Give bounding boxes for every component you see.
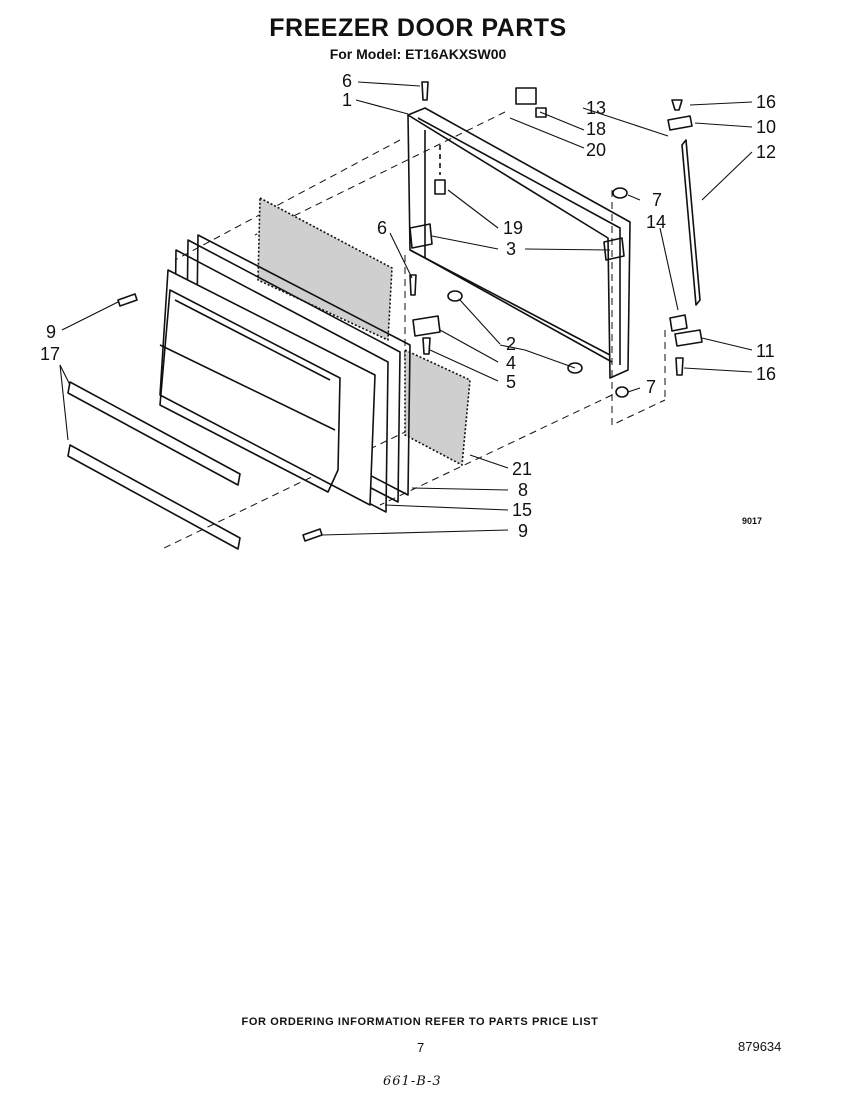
callout-16-top: 16	[756, 92, 776, 112]
callout-1: 1	[342, 90, 352, 110]
callout-20: 20	[586, 140, 606, 160]
ordering-note: FOR ORDERING INFORMATION REFER TO PARTS …	[241, 1016, 599, 1028]
hardware-parts	[117, 81, 703, 542]
insulation-panel	[257, 197, 471, 466]
callout-10: 10	[756, 117, 776, 137]
door-shelf-bars	[67, 381, 241, 550]
door-liner	[159, 269, 376, 506]
model-subtitle: For Model: ET16AKXSW00	[329, 46, 507, 62]
handwritten-note: 661-B-3	[383, 1074, 442, 1089]
leader-lines	[59, 81, 753, 536]
callout-7-bottom: 7	[646, 377, 656, 397]
callout-12: 12	[756, 142, 776, 162]
callout-8: 8	[518, 480, 528, 500]
callout-2: 2	[506, 334, 516, 354]
callout-17: 17	[40, 344, 60, 364]
callout-15: 15	[512, 500, 532, 520]
assembly-guide-lines	[159, 111, 666, 551]
callout-16-bottom: 16	[756, 364, 776, 384]
callout-9-left: 9	[46, 322, 56, 342]
part-number: 879634	[738, 1039, 782, 1054]
door-frame	[407, 107, 631, 379]
callout-4: 4	[506, 353, 516, 373]
callout-6-top: 6	[342, 71, 352, 91]
callout-9-bottom: 9	[518, 521, 528, 541]
callout-labels: 6 1 13 18 20 16 10 12 7 19 6 3 14 9 17 2…	[40, 71, 776, 541]
callout-5: 5	[506, 372, 516, 392]
callout-11: 11	[756, 341, 775, 361]
callout-19: 19	[503, 218, 523, 238]
callout-13: 13	[586, 98, 606, 118]
callout-7-top: 7	[652, 190, 662, 210]
callout-18: 18	[586, 119, 606, 139]
callout-3: 3	[506, 239, 516, 259]
diagram-code: 9017	[742, 516, 762, 526]
callout-6-mid: 6	[377, 218, 387, 238]
callout-21: 21	[512, 459, 532, 479]
callout-14: 14	[646, 212, 666, 232]
page-number: 7	[417, 1040, 425, 1055]
page-title: FREEZER DOOR PARTS	[269, 14, 567, 42]
